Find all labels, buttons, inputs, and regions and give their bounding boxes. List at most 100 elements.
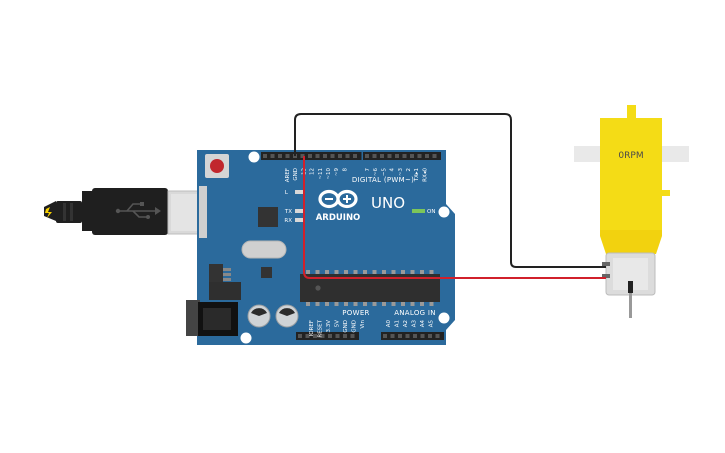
mounting-hole: [438, 206, 450, 218]
pin-label: A5: [429, 320, 435, 328]
header-pin[interactable]: [315, 154, 320, 158]
power-led: ON: [412, 209, 435, 215]
pin-label: RESET: [318, 319, 324, 337]
header-pin[interactable]: [398, 334, 402, 338]
board-brand: ARDUINO: [316, 213, 361, 223]
header-pin[interactable]: [435, 334, 440, 338]
signal-wire[interactable]: [303, 156, 606, 279]
regulator-tab: [209, 282, 241, 300]
analog-header[interactable]: [381, 332, 444, 340]
header-pin[interactable]: [313, 334, 317, 338]
usb-cable[interactable]: [44, 188, 207, 235]
pin-label: Vin: [360, 319, 366, 328]
motor-terminal[interactable]: [602, 274, 610, 278]
header-pin[interactable]: [323, 154, 327, 158]
header-pin[interactable]: [387, 154, 392, 158]
pin-label: A1: [395, 320, 401, 327]
header-pin[interactable]: [350, 334, 355, 338]
gearbox: [600, 118, 662, 230]
digital-pin-label: ~5: [381, 168, 387, 177]
pin-label: A0: [386, 320, 392, 328]
header-pin[interactable]: [432, 154, 437, 158]
digital-pin-label: ~10: [326, 168, 332, 180]
digital-pin-label: ~11: [318, 168, 324, 180]
board-model: UNO: [371, 194, 405, 212]
arduino-uno-board[interactable]: L TX RX ARDUINO UNO ON DIGITAL (PWM~) PO…: [186, 150, 455, 345]
header-pin[interactable]: [308, 154, 312, 158]
header-pin[interactable]: [345, 154, 350, 158]
digital-pin-label: 8: [342, 168, 348, 172]
power-header[interactable]: [296, 332, 359, 340]
atmega-chip: [300, 270, 440, 306]
digital-pin-label: ~6: [373, 168, 379, 177]
header-pin[interactable]: [278, 154, 282, 158]
header-pin[interactable]: [413, 334, 417, 338]
rpm-readout: 0RPM: [618, 151, 643, 161]
capacitor: [247, 304, 271, 328]
header-pin[interactable]: [372, 154, 377, 158]
header-pin[interactable]: [383, 334, 387, 338]
pin-label: 3.3V: [326, 320, 332, 333]
header-pin[interactable]: [405, 334, 410, 338]
led-label-rx: RX: [284, 218, 292, 224]
digital-pin-label: 4: [390, 168, 396, 172]
header-pin[interactable]: [338, 154, 342, 158]
pin-label: IOREF: [309, 320, 315, 336]
header-pin[interactable]: [395, 154, 399, 158]
digital-pin-label: ~3: [398, 168, 404, 177]
header-pin[interactable]: [270, 154, 275, 158]
dc-gear-motor[interactable]: 0RPM: [574, 105, 689, 318]
led-label-tx: TX: [284, 209, 292, 215]
header-pin[interactable]: [365, 154, 369, 158]
digital-pin-label: AREF: [285, 168, 291, 182]
mounting-hole: [248, 151, 260, 163]
usb-socket: [199, 186, 207, 238]
header-pin[interactable]: [425, 154, 429, 158]
header-pin[interactable]: [263, 154, 267, 158]
header-pin[interactable]: [330, 154, 335, 158]
digital-pin-label: 12: [310, 168, 316, 175]
power-jack[interactable]: [186, 300, 238, 336]
digital-pin-label: TX▸1: [414, 168, 420, 182]
digital-label: DIGITAL (PWM~): [352, 176, 414, 184]
motor-shaft: [629, 293, 632, 318]
header-pin[interactable]: [343, 334, 347, 338]
header-pin[interactable]: [298, 334, 302, 338]
reset-button[interactable]: [205, 154, 229, 178]
header-pin[interactable]: [410, 154, 414, 158]
digital-pin-label: ~9: [334, 168, 340, 177]
digital-header-lower[interactable]: [363, 152, 441, 160]
header-pin[interactable]: [380, 154, 384, 158]
pin-label: A4: [420, 320, 426, 328]
header-pin[interactable]: [417, 154, 422, 158]
small-chip: [261, 267, 272, 278]
header-pin[interactable]: [335, 334, 340, 338]
lightning-icon: [45, 207, 52, 218]
header-pin[interactable]: [328, 334, 332, 338]
digital-pin-label: GND: [293, 168, 299, 181]
gnd-wire[interactable]: [294, 113, 606, 268]
header-pin[interactable]: [305, 334, 310, 338]
pin-label: GND: [343, 320, 349, 333]
digital-header-upper[interactable]: [261, 152, 362, 160]
header-pin[interactable]: [285, 154, 290, 158]
digital-pin-label: 2: [406, 168, 412, 172]
pin-label: 5V: [335, 320, 341, 327]
header-pin[interactable]: [390, 334, 395, 338]
header-pin[interactable]: [353, 154, 357, 158]
header-pin[interactable]: [300, 154, 305, 158]
arduino-logo: ARDUINO: [316, 189, 361, 223]
header-pin[interactable]: [420, 334, 425, 338]
usb-chip: [258, 207, 278, 227]
voltage-regulator: [209, 264, 223, 286]
header-pin[interactable]: [320, 334, 325, 338]
header-pin[interactable]: [402, 154, 407, 158]
digital-pin-label: 7: [365, 168, 371, 172]
header-pin[interactable]: [428, 334, 432, 338]
motor-terminal[interactable]: [602, 262, 610, 266]
